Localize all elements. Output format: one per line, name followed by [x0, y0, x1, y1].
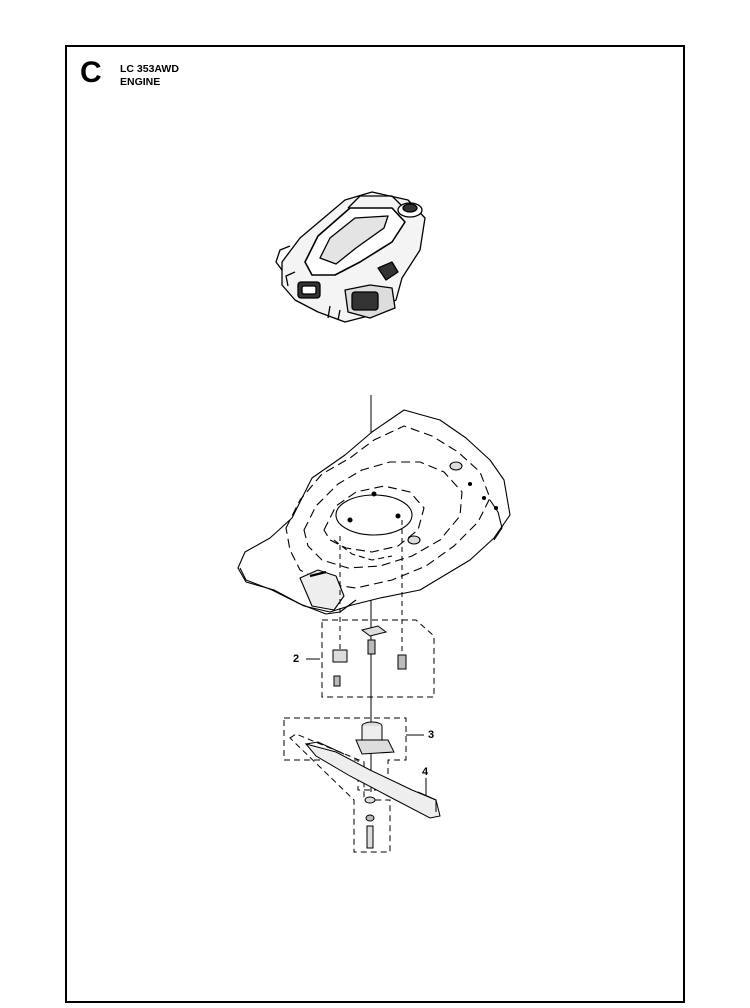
section-letter: C [80, 56, 102, 89]
engine-illustration [275, 191, 426, 323]
model-title: LC 353AWD ENGINE [120, 63, 179, 89]
callout-3: 3 [428, 729, 435, 741]
mower-deck [237, 409, 511, 615]
callout-4: 4 [422, 766, 429, 778]
model-number: LC 353AWD [120, 63, 179, 75]
assembly-name: ENGINE [120, 76, 161, 88]
page-frame [65, 45, 685, 1003]
group-3-blade-adapter [283, 717, 424, 791]
group-2-bolts [306, 520, 435, 698]
group-4-blade [289, 733, 441, 853]
callout-2: 2 [293, 653, 300, 665]
